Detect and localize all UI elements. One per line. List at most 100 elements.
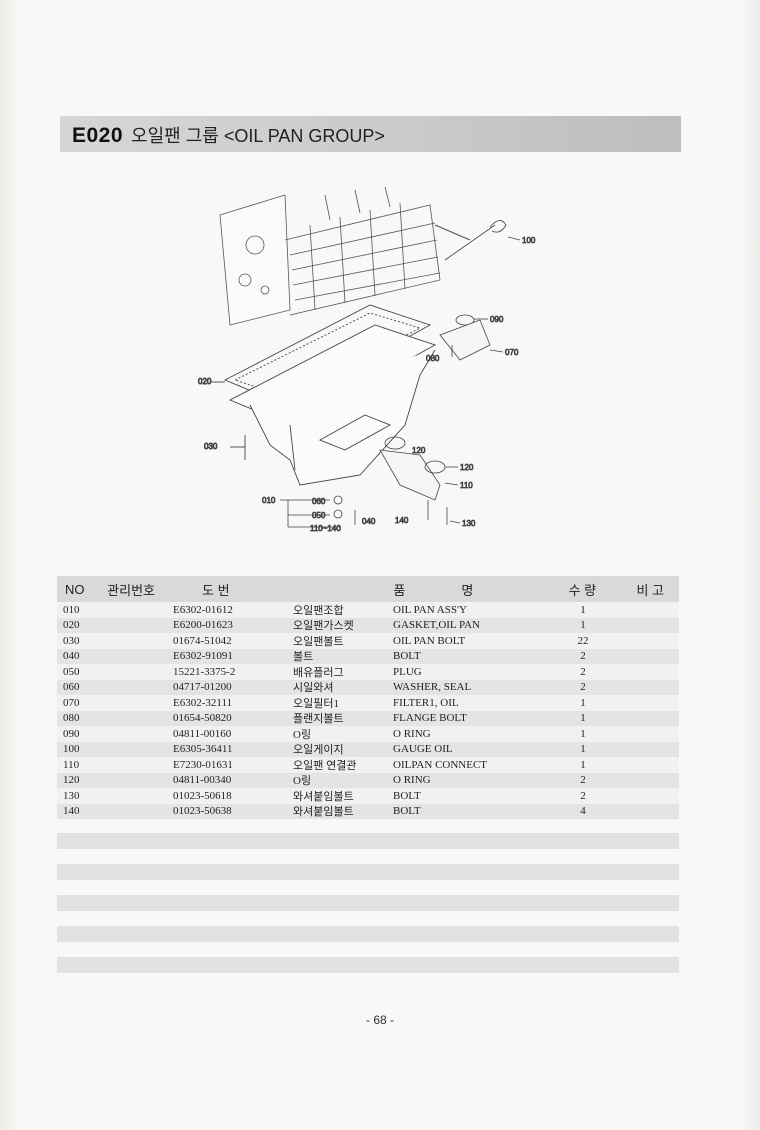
engine-block-illustration (219, 186, 471, 326)
oil-filter-illustration: 090 070 080 (426, 314, 519, 363)
section-header-bar (60, 116, 681, 152)
table-header: NO 관리번호 도 번 품 명 수 량 비 고 (57, 576, 679, 602)
cell-name-kr: 배유플러그 (293, 666, 344, 679)
oil-gauge-illustration: 100 (444, 220, 536, 261)
cell-name-kr: 와셔붙임볼트 (293, 806, 354, 819)
cell-no: 090 (63, 727, 80, 740)
section-code: E020 (72, 124, 124, 147)
cell-name-kr: O링 (293, 728, 312, 741)
cell-qty: 1 (580, 696, 586, 709)
cell-name-kr: 오일필터1 (293, 697, 339, 710)
callout-120a: 120 (412, 446, 426, 455)
cell-part: E6200-01623 (173, 619, 233, 632)
cell-qty: 2 (580, 681, 586, 694)
oilpan-connect-illustration: 120 120 110 130 140 (379, 436, 476, 528)
callout-130: 130 (462, 519, 476, 528)
cell-no: 140 (63, 805, 80, 818)
cell-part: 01654-50820 (173, 712, 232, 725)
cell-qty: 1 (580, 712, 586, 725)
cell-no: 070 (63, 696, 80, 709)
cell-part: E6305-36411 (173, 743, 233, 756)
cell-name-kr: 오일팬가스켓 (293, 620, 354, 633)
callout-120b: 120 (460, 463, 474, 472)
callout-040: 040 (362, 517, 376, 526)
empty-row (57, 849, 679, 865)
cell-name-en: OILPAN CONNECT (393, 758, 488, 771)
cell-part: 01674-51042 (173, 634, 232, 647)
cell-name-kr: 오일팬 연결관 (293, 759, 357, 772)
cell-qty: 1 (580, 727, 586, 740)
cell-qty: 2 (580, 650, 586, 663)
callout-080: 080 (426, 354, 440, 363)
cell-qty: 2 (580, 774, 586, 787)
cell-qty: 22 (577, 634, 589, 647)
callout-090: 090 (490, 315, 504, 324)
section-header: E020 오일팬 그룹 <OIL PAN GROUP> (72, 122, 385, 148)
empty-row (57, 833, 679, 849)
empty-row (57, 926, 679, 942)
cell-name-en: GASKET,OIL PAN (393, 619, 480, 632)
cell-no: 030 (63, 634, 80, 647)
header-part: 도 번 (202, 582, 230, 598)
cell-part: 15221-3375-2 (173, 665, 236, 678)
cell-part: 01023-50638 (173, 805, 232, 818)
cell-name-en: O RING (393, 727, 431, 740)
cell-name-en: FILTER1, OIL (393, 696, 459, 709)
cell-no: 020 (63, 619, 80, 632)
empty-row (57, 942, 679, 958)
cell-part: 04811-00340 (173, 774, 232, 787)
cell-name-en: WASHER, SEAL (393, 681, 472, 694)
callout-060: 060 (312, 497, 326, 506)
cell-name-kr: 오일게이지 (293, 744, 344, 757)
cell-name-kr: 오일팬볼트 (293, 635, 344, 648)
cell-name-en: BOLT (393, 650, 421, 663)
cell-name-kr: 플랜지볼트 (293, 713, 344, 726)
cell-part: E6302-32111 (173, 696, 233, 709)
cell-no: 040 (63, 650, 80, 663)
cell-part: E6302-01612 (173, 603, 233, 616)
cell-no: 130 (63, 789, 80, 802)
cell-name-en: O RING (393, 774, 431, 787)
empty-row (57, 957, 679, 973)
table-row: 070 E6302-32111 오일필터1 FILTER1, OIL 1 (57, 695, 679, 711)
empty-row (57, 973, 679, 989)
callout-110: 110 (460, 481, 473, 490)
cell-name-kr: 볼트 (293, 651, 314, 664)
cell-qty: 1 (580, 758, 586, 771)
callout-030: 030 (204, 442, 218, 451)
cell-part: E7230-01631 (173, 758, 233, 771)
callout-100: 100 (522, 236, 536, 245)
cell-part: 01023-50618 (173, 789, 232, 802)
table-row: 040 E6302-91091 볼트 BOLT 2 (57, 648, 679, 664)
callout-020: 020 (198, 377, 212, 386)
cell-qty: 1 (580, 619, 586, 632)
callout-010: 010 (262, 496, 276, 505)
page-number: - 68 - (365, 1013, 394, 1027)
header-name-en: 명 (461, 582, 474, 598)
empty-row (57, 864, 679, 880)
cell-qty: 1 (580, 743, 586, 756)
header-no: NO (65, 581, 85, 597)
cell-name-kr: 시일와셔 (293, 682, 334, 695)
cell-qty: 1 (580, 603, 586, 616)
cell-qty: 2 (580, 665, 586, 678)
cell-name-en: FLANGE BOLT (393, 712, 467, 725)
cell-name-kr: 오일팬조합 (293, 604, 344, 617)
cell-name-en: BOLT (393, 789, 421, 802)
cell-name-kr: O링 (293, 775, 312, 788)
callout-140: 140 (395, 516, 409, 525)
cell-part: E6302-91091 (173, 650, 233, 663)
section-title: 오일팬 그룹 <OIL PAN GROUP> (131, 126, 385, 146)
header-note: 비 고 (636, 582, 665, 598)
cell-no: 050 (63, 665, 80, 678)
header-name-kr: 품 (393, 582, 406, 598)
